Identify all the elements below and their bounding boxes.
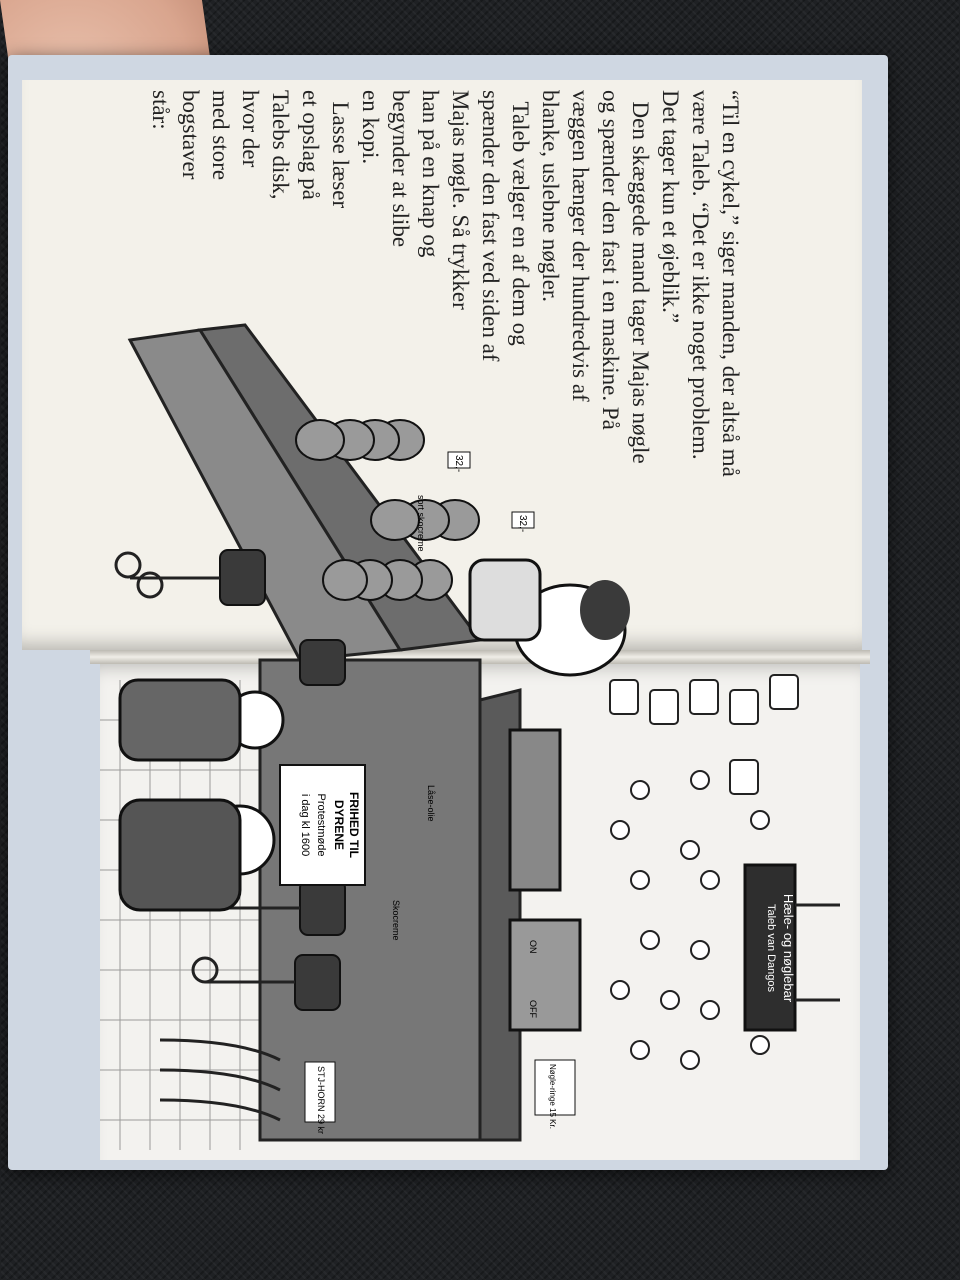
protest-poster: FRIHED TIL DYRENE Protestmøde i dag kl 1… <box>279 764 366 886</box>
price-tag-top2: 32,- <box>517 515 528 532</box>
machine-on-label: ON <box>528 940 538 954</box>
price-tag-keyring: Nøgle-ringe 15 Kr. <box>548 1064 557 1129</box>
svg-text:FRIHED TIL: FRIHED TIL <box>347 792 361 858</box>
svg-text:i dag kl 1600: i dag kl 1600 <box>299 794 311 856</box>
lock-oil-label: Låse-olie <box>426 785 436 822</box>
black-shoe-cream-label: sort skocreme <box>416 495 426 552</box>
sign-line2: Hæle- og nøglebar <box>781 894 796 1003</box>
key-machine: ON OFF <box>508 728 582 1032</box>
shoehorns <box>159 1038 281 1122</box>
price-tag-stool: STJ-HORN 29 kr <box>316 1066 326 1134</box>
shop-sign: Taleb van Dangos Hæle- og nøglebar <box>743 863 840 1032</box>
svg-text:Protestmøde: Protestmøde <box>315 794 327 857</box>
svg-text:DYRENE: DYRENE <box>332 800 346 850</box>
price-tag-top: 32,- <box>453 455 464 472</box>
shopkeeper-taleb <box>468 558 630 677</box>
children <box>118 678 285 912</box>
stools <box>219 549 346 1011</box>
keys-wall <box>609 674 799 1070</box>
machine-off-label: OFF <box>528 1000 538 1018</box>
counter-bottom <box>258 658 482 1142</box>
sign-line1: Taleb van Dangos <box>765 904 777 993</box>
tire-stacks <box>295 419 480 601</box>
shoe-cream-label: Skocreme <box>391 900 401 941</box>
